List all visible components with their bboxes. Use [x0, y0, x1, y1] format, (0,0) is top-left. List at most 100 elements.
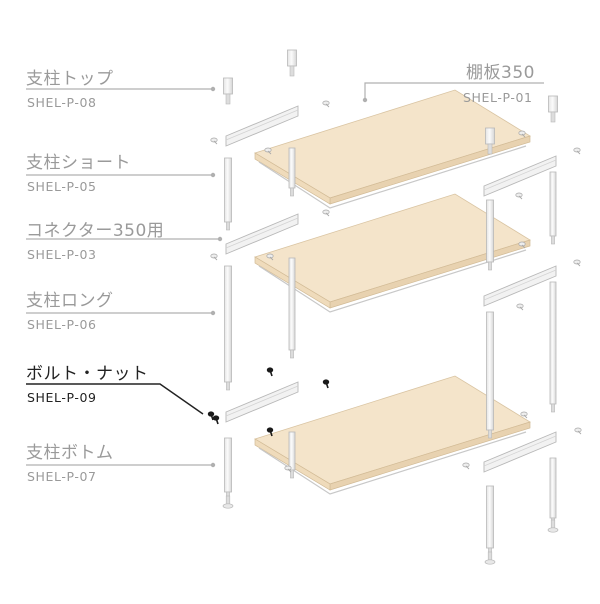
pole-long-left-thread — [226, 381, 230, 391]
pole-long-back-right-thread — [551, 403, 555, 413]
part-code-pole-short: SHEL-P-05 — [27, 179, 97, 194]
screw-8-head — [266, 253, 274, 259]
connector-right-3 — [483, 431, 557, 473]
screw-1 — [210, 137, 218, 145]
screw-4-shank — [521, 133, 526, 138]
shelf-board-2-frame — [258, 249, 527, 313]
screw-3-head — [322, 100, 330, 106]
pole-long-back-left-thread — [290, 349, 294, 359]
screw-6-head — [515, 192, 523, 198]
screw-11-head — [573, 259, 581, 265]
screw-10-head — [518, 241, 526, 247]
connector-right-3-edge — [483, 435, 557, 467]
bolt-nut-4-shank — [325, 381, 329, 389]
part-name-pole-long: 支柱ロング — [26, 291, 114, 311]
part-name-pole-top: 支柱トップ — [26, 69, 114, 89]
screw-1-head — [210, 137, 218, 143]
connector-right-2-edge — [483, 269, 557, 301]
pole-short-left — [224, 157, 232, 231]
leader-pole-long — [26, 310, 216, 316]
pole-long-left-body — [224, 265, 232, 383]
leader-shelf-board — [362, 82, 544, 103]
pole-top-left — [223, 77, 233, 105]
screw-16-shank — [287, 468, 292, 473]
pole-short-right — [486, 199, 494, 271]
pole-top-back-right-thread — [550, 111, 556, 123]
leader-pole-top-dot — [210, 86, 216, 92]
connector-right-2 — [483, 265, 557, 307]
leader-pole-top — [26, 86, 216, 92]
screw-6-shank — [518, 195, 523, 200]
pole-long-back-right-body — [549, 281, 557, 405]
screw-10-shank — [521, 244, 526, 249]
part-name-shelf-board: 棚板350 — [466, 63, 535, 83]
screw-15-shank — [465, 465, 470, 470]
pole-bottom-right — [486, 485, 494, 557]
pole-short-back-right-thread — [551, 235, 555, 245]
leader-pole-short-dot — [210, 172, 216, 178]
part-code-bolt-nut: SHEL-P-09 — [27, 390, 97, 405]
pole-short-back-left-thread — [290, 187, 294, 197]
screw-12 — [516, 303, 524, 311]
part-code-shelf-board: SHEL-P-01 — [463, 90, 533, 105]
screw-10 — [518, 241, 526, 249]
screw-2-shank — [267, 150, 272, 155]
bolt-nut-1-shank — [210, 413, 214, 421]
pole-long-right-thread — [488, 429, 492, 439]
pole-top-left-body — [223, 77, 233, 95]
pole-short-back-right — [549, 171, 557, 245]
connector-left-1 — [225, 105, 299, 147]
pole-top-back-left-body — [287, 49, 297, 67]
connector-right-2-plate — [483, 265, 557, 307]
pole-top-back-left — [287, 49, 297, 77]
part-name-pole-short: 支柱ショート — [26, 153, 131, 173]
leader-pole-long-dot — [210, 310, 216, 316]
screw-11 — [573, 259, 581, 267]
part-code-pole-long: SHEL-P-06 — [27, 317, 97, 332]
part-name-bolt-nut: ボルト・ナット — [26, 364, 149, 384]
bolt-nut-1 — [207, 411, 215, 421]
foot-right — [484, 551, 496, 565]
screw-14-shank — [577, 430, 582, 435]
foot-right-foot — [484, 559, 496, 565]
pole-top-right — [485, 127, 495, 155]
screw-5-head — [573, 147, 581, 153]
pole-long-back-left-body — [288, 257, 296, 351]
screw-2-head — [264, 147, 272, 153]
connector-left-3-plate — [225, 381, 299, 423]
pole-bottom-left — [224, 437, 232, 501]
screw-12-head — [516, 303, 524, 309]
screw-9-head — [322, 209, 330, 215]
shelf-board-3-frame — [258, 431, 527, 495]
screw-15 — [462, 462, 470, 470]
screw-5-shank — [576, 150, 581, 155]
foot-left — [222, 495, 234, 509]
leader-lines — [26, 82, 544, 468]
pole-short-left-thread — [226, 221, 230, 231]
bolt-nut-2-shank — [215, 417, 219, 425]
screw-14 — [574, 427, 582, 435]
connector-left-3 — [225, 381, 299, 423]
screw-7-shank — [213, 256, 218, 261]
pole-bottom-right-body — [486, 485, 494, 549]
part-name-pole-bottom: 支柱ボトム — [26, 443, 114, 463]
leader-pole-short — [26, 172, 216, 178]
screw-12-shank — [519, 306, 524, 311]
connector-left-1-edge — [225, 109, 299, 141]
part-drawings — [207, 49, 582, 565]
connector-left-2-plate — [225, 213, 299, 255]
pole-top-right-body — [485, 127, 495, 145]
screw-14-head — [574, 427, 582, 433]
pole-bottom-left-body — [224, 437, 232, 493]
pole-top-right-thread — [487, 143, 493, 155]
pole-bottom-back-left-thread — [290, 469, 294, 479]
leader-bolt-nut-line — [26, 383, 204, 415]
screw-8 — [266, 253, 274, 261]
foot-left-thread — [225, 495, 231, 505]
foot-back-right-thread — [550, 519, 556, 529]
pole-long-left — [224, 265, 232, 391]
foot-back-right-foot — [547, 527, 559, 533]
screw-1-shank — [213, 140, 218, 145]
screw-3 — [322, 100, 330, 108]
connector-right-1-edge — [483, 159, 557, 191]
